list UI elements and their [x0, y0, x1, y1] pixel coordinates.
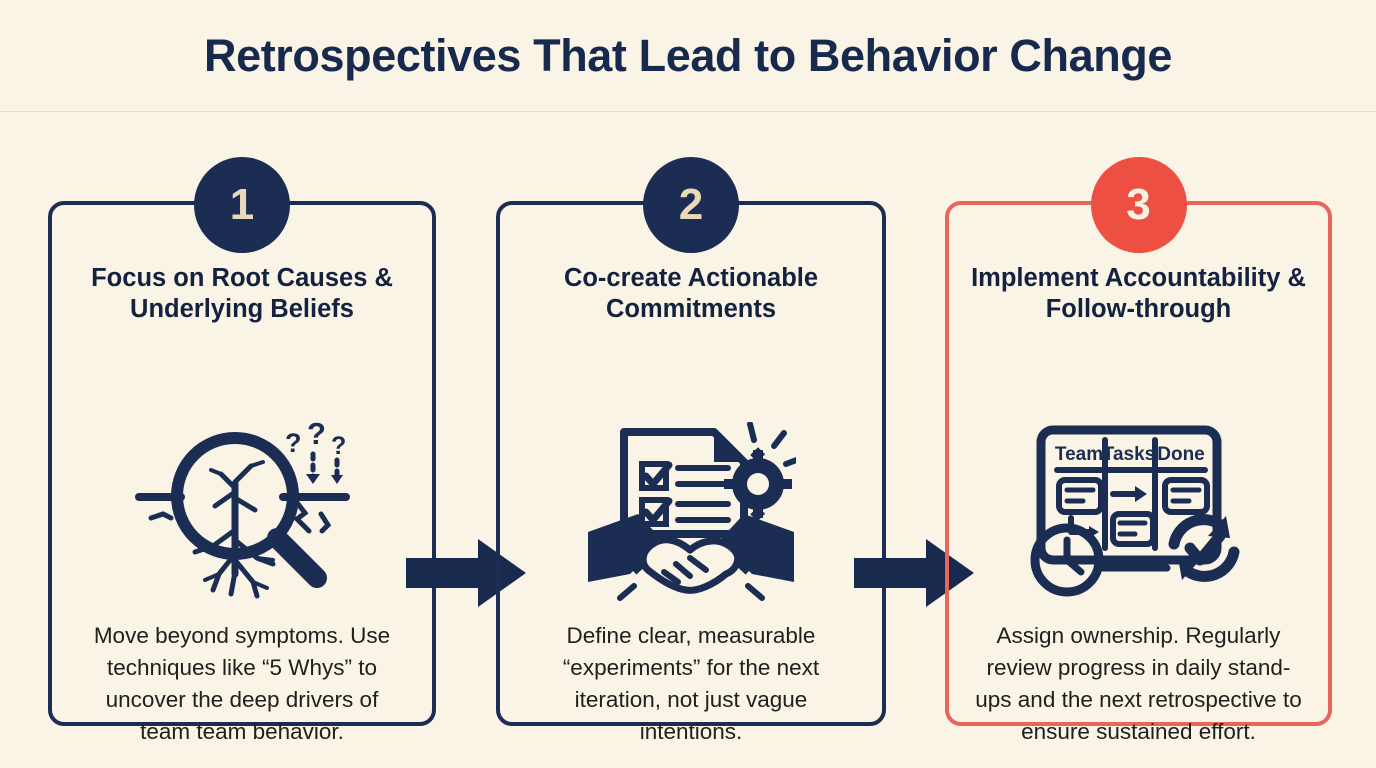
svg-text:?: ?	[307, 422, 326, 451]
handshake-checklist-gear-icon	[500, 417, 882, 607]
step-number-1: 1	[229, 180, 255, 229]
step-number-2: 2	[678, 180, 704, 229]
step-title-3: Implement Accountability & Follow-throug…	[971, 264, 1306, 324]
kanban-board-clock-refresh-icon: Team Tasks Done	[949, 417, 1328, 607]
step-body-3: Assign ownership. Regularly review progr…	[975, 623, 1302, 744]
steps-container: 1 Focus on Root Causes & Underlying Beli…	[0, 112, 1376, 768]
arrow-right-icon	[852, 535, 976, 611]
step-number-badge-2: 2	[643, 157, 739, 253]
step-body-1: Move beyond symptoms. Use techniques lik…	[93, 623, 391, 744]
step-number-3: 3	[1126, 180, 1151, 229]
step-title-2: Co-create Actionable Commitments	[563, 264, 819, 324]
step-card-3[interactable]: 3 Implement Accountability & Follow-thro…	[945, 157, 1332, 744]
step-title-1: Focus on Root Causes & Underlying Belief…	[91, 264, 393, 324]
step-body-2: Define clear, measurable “experiments” f…	[562, 623, 820, 744]
magnifying-glass-roots-icon: ? ? ?	[52, 417, 432, 607]
kanban-col-done: Done	[1157, 444, 1205, 465]
page-title: Retrospectives That Lead to Behavior Cha…	[203, 29, 1173, 81]
header-banner: Retrospectives That Lead to Behavior Cha…	[0, 0, 1376, 112]
step-card-1[interactable]: 1 Focus on Root Causes & Underlying Beli…	[48, 157, 436, 744]
kanban-col-team: Team	[1054, 444, 1102, 465]
svg-text:?: ?	[285, 428, 302, 458]
svg-text:?: ?	[331, 432, 346, 460]
step-number-badge-1: 1	[194, 157, 290, 253]
step-card-2[interactable]: 2 Co-create Actionable Commitments	[496, 157, 886, 744]
step-number-badge-3: 3	[1090, 157, 1187, 253]
kanban-col-tasks: Tasks	[1102, 444, 1154, 465]
